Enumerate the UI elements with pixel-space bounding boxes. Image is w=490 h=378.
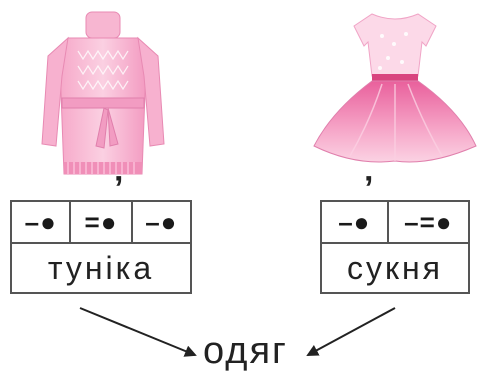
- left-word-scheme: –● =● –● туніка: [9, 200, 193, 294]
- tunic-illustration: [41, 11, 165, 175]
- syllable-3: –●: [130, 200, 193, 244]
- right-stress-mark: ʼ: [364, 170, 374, 208]
- syllable-2: –=●: [386, 200, 471, 244]
- word-dress: сукня: [320, 242, 470, 294]
- dress-illustration: [313, 13, 477, 163]
- word-tunic: туніка: [10, 242, 192, 294]
- syllable-1: –●: [9, 200, 72, 244]
- syllable-1: –●: [320, 200, 389, 244]
- left-arrow: [79, 307, 197, 357]
- right-word-scheme: –● –=● сукня: [320, 200, 471, 294]
- left-stress-mark: ʼ: [114, 170, 124, 208]
- right-arrow: [306, 307, 396, 356]
- syllable-2: =●: [69, 200, 133, 244]
- category-word: одяг: [203, 330, 288, 372]
